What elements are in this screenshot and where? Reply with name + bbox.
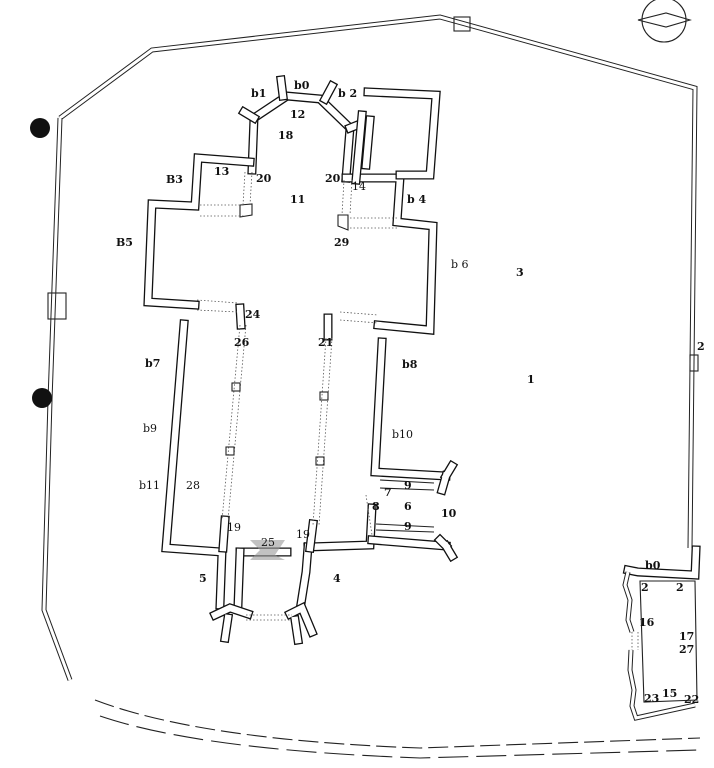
label: 20: [325, 172, 341, 185]
label: 16: [639, 616, 655, 629]
label: 20: [256, 172, 272, 185]
label: 21: [318, 336, 333, 349]
label: 2: [676, 581, 684, 594]
label: 13: [214, 165, 229, 178]
label: 9: [404, 479, 412, 492]
label: b 4: [407, 193, 427, 206]
north-arrow-icon: [637, 0, 692, 43]
label: 24: [245, 308, 261, 321]
church-walls: [143, 74, 459, 646]
gate-east: [689, 354, 699, 372]
label: b1: [251, 87, 266, 100]
label: 29: [334, 236, 349, 249]
label: 2: [641, 581, 649, 594]
label: b11: [139, 479, 160, 492]
label: 12: [290, 108, 305, 121]
label: 14: [352, 180, 366, 193]
label: 7: [384, 486, 392, 499]
marker-dot: [30, 118, 50, 138]
label: 19: [227, 521, 241, 534]
label: b 2: [338, 87, 357, 100]
label: b 6: [451, 258, 469, 271]
label: 8: [372, 500, 380, 513]
label: 3: [516, 266, 524, 279]
label: B3: [166, 173, 183, 186]
gate-north: [453, 16, 471, 32]
label: b8: [402, 358, 418, 371]
gate-west: [47, 292, 67, 320]
label: b7: [145, 357, 160, 370]
label: 1: [527, 373, 535, 386]
label: 19: [296, 528, 310, 541]
label: 18: [278, 129, 294, 142]
label: 4: [333, 572, 341, 585]
label: 6: [404, 500, 412, 513]
label: b9: [143, 422, 157, 435]
label: 11: [290, 193, 305, 206]
label: 2: [697, 340, 705, 353]
marker-dot: [32, 388, 52, 408]
label: 9: [404, 520, 412, 533]
label: 5: [199, 572, 207, 585]
label: b0: [294, 79, 310, 92]
label: 23: [644, 692, 659, 705]
arcades: [196, 171, 398, 621]
southeast-building: [622, 545, 701, 721]
label: 10: [441, 507, 457, 520]
label: 26: [234, 336, 250, 349]
label: b0: [645, 559, 661, 572]
label: b10: [392, 428, 413, 441]
label: 15: [662, 687, 677, 700]
label: B5: [116, 236, 133, 249]
label: 28: [186, 479, 200, 492]
label: 17: [679, 630, 694, 643]
label: 25: [261, 536, 275, 549]
room-labels: b1 b0 b 2 12 18 13 20 20 14 B3 11 b 4 29…: [116, 79, 705, 706]
enclosure-wall: [41, 14, 701, 759]
label: 27: [679, 643, 694, 656]
label: 22: [684, 693, 699, 706]
